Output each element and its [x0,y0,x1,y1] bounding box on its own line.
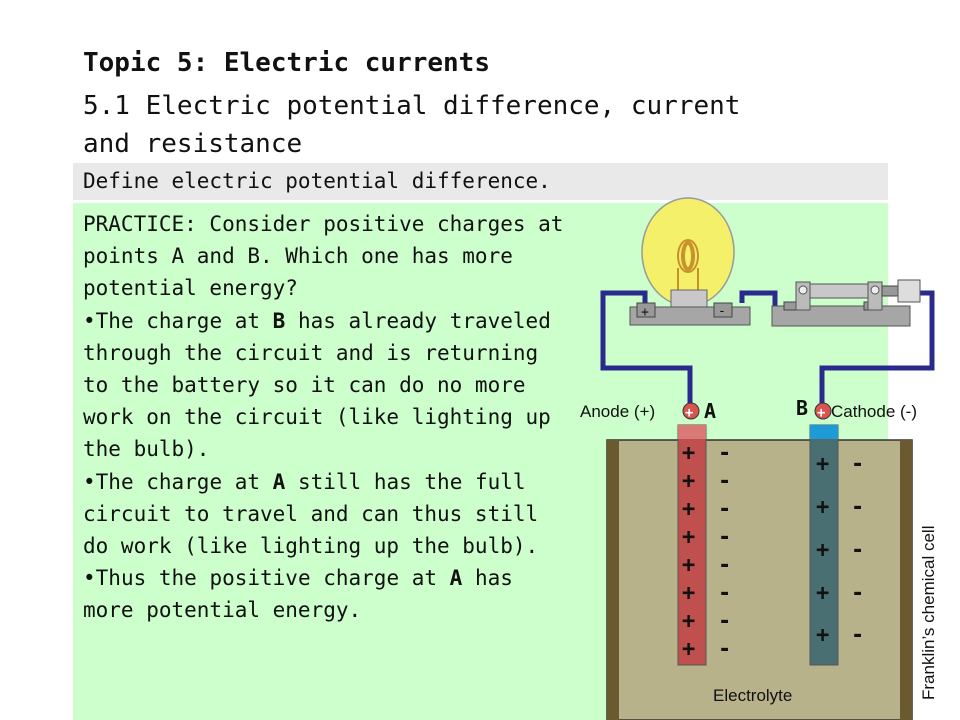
bullet1-bold: B [272,308,286,333]
svg-text:+: + [641,305,649,320]
bullet1-pre: The charge at [95,308,273,333]
charge-b: + [814,402,832,421]
bullet2-bold: A [272,469,286,494]
bullet1-post: has already traveled through the circuit… [83,308,564,462]
svg-text:+: + [816,495,829,520]
svg-text:-: - [718,609,731,634]
svg-text:+: + [816,581,829,606]
bullet-icon: • [83,469,96,494]
svg-text:+: + [682,609,695,634]
svg-text:-: - [718,441,731,466]
charge-a: + [682,402,700,421]
bullet2-pre: The charge at [95,469,273,494]
electrolyte-container [606,439,913,720]
cathode-charges: + + + + + - - - - - [816,452,864,648]
bullet3-post: has more potential energy. [83,566,526,623]
svg-text:+: + [685,405,693,421]
svg-text:+: + [682,497,695,522]
cathode-electrode [809,424,839,666]
bullet-icon: • [83,308,96,333]
bullet-icon: • [83,566,96,591]
point-a-label: A [704,399,716,423]
svg-text:-: - [851,495,864,520]
svg-text:+: + [817,405,825,421]
bullet3-pre: Thus the positive charge at [95,566,450,591]
svg-text:-: - [851,623,864,648]
switch-icon [771,279,921,327]
bullet3-bold: A [449,566,463,591]
svg-text:+: + [682,525,695,550]
point-b-label: B [796,396,808,420]
practice-text: PRACTICE: Consider positive charges at p… [83,208,573,627]
light-bulb-icon: + - [629,197,751,326]
electrolyte-label: Electrolyte [713,686,792,705]
cathode-label: Cathode (-) [831,402,917,421]
bullet2-post: still has the full circuit to travel and… [83,469,551,559]
anode-label: Anode (+) [580,402,655,421]
svg-text:+: + [682,553,695,578]
wires [600,290,935,405]
define-bar: Define electric potential difference. [73,163,888,200]
svg-text:+: + [816,452,829,477]
cell-label: Franklin’s chemical cell [919,526,938,700]
svg-text:+: + [816,623,829,648]
svg-text:+: + [816,538,829,563]
anode-charges: + + + + + + + + - - - - - - - - [682,441,731,662]
svg-text:-: - [718,637,731,662]
practice-intro: PRACTICE: Consider positive charges at p… [83,212,577,301]
svg-text:-: - [718,581,731,606]
svg-text:-: - [718,525,731,550]
svg-text:-: - [851,452,864,477]
svg-text:-: - [718,497,731,522]
svg-text:+: + [682,637,695,662]
svg-text:-: - [851,581,864,606]
define-text: Define electric potential difference. [83,169,551,193]
svg-text:+: + [682,469,695,494]
svg-text:-: - [718,469,731,494]
slide-subtitle: 5.1 Electric potential difference, curre… [83,91,741,159]
svg-text:-: - [718,304,726,319]
svg-text:+: + [682,581,695,606]
anode-electrode [677,424,707,666]
slide-title: Topic 5: Electric currents [83,48,490,78]
svg-text:-: - [851,538,864,563]
svg-text:+: + [682,441,695,466]
svg-text:-: - [718,553,731,578]
